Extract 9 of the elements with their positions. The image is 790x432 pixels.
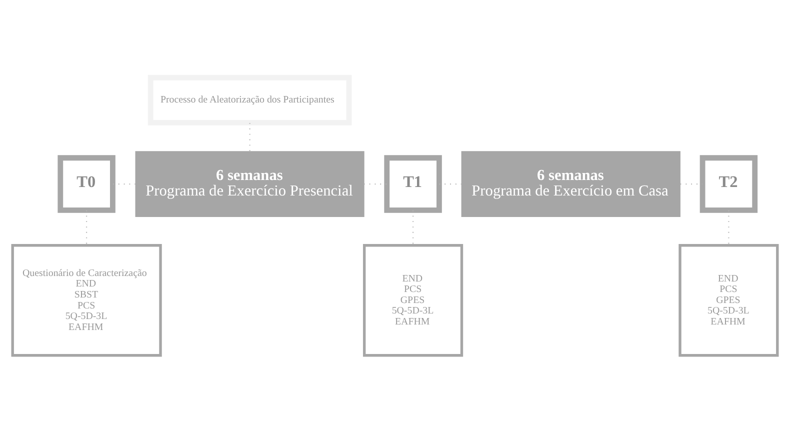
node-box: T1 [384, 154, 442, 212]
node-box: 6 semanas Programa de Exercício Presencial [135, 150, 364, 216]
node-box: T0 [58, 154, 116, 212]
node-box: Questionário de Caracterização END SBST PCS 5Q-5D-3L EAFHM [11, 244, 162, 356]
node-box: Processo de Aleatorização dos Participantes [148, 74, 352, 125]
node-box: T2 [700, 154, 758, 212]
node-box: END PCS GPES 5Q-5D-3L EAFHM [678, 244, 779, 356]
node-box: END PCS GPES 5Q-5D-3L EAFHM [362, 244, 464, 356]
node-box: 6 semanas Programa de Exercício em Casa [461, 150, 680, 216]
